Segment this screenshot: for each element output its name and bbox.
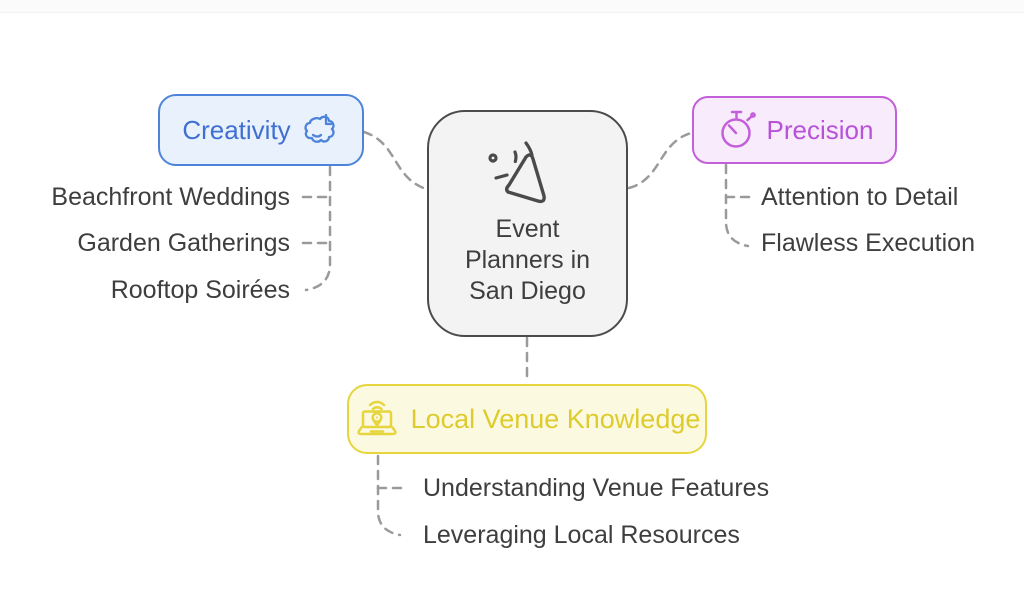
party-popper-icon	[487, 141, 546, 204]
stopwatch-icon	[720, 110, 756, 148]
center-node-title: Event Planners in San Diego	[465, 214, 590, 307]
leaf-flawless-execution: Flawless Execution	[761, 229, 975, 257]
precision-label: Precision	[766, 114, 874, 145]
center-node-event-planners[interactable]: Event Planners in San Diego	[427, 110, 628, 337]
trunk-venue	[376, 454, 402, 537]
connector-creativity-center	[362, 130, 428, 191]
leaf-garden-gatherings: Garden Gatherings	[77, 229, 290, 257]
center-title-line-3: San Diego	[469, 277, 586, 305]
leaf-rooftop-soirees: Rooftop Soirées	[110, 276, 290, 304]
trunk-precision	[724, 163, 750, 248]
center-title-line-1: Event	[495, 215, 560, 243]
trunk-creativity	[304, 165, 332, 292]
branch-badge-local-venue-knowledge[interactable]: Local Venue Knowledge	[347, 384, 707, 454]
branch-badge-creativity[interactable]: Creativity	[158, 94, 364, 166]
leaf-understanding-venue-features: Understanding Venue Features	[423, 474, 770, 502]
laptop-location-pin-icon	[356, 400, 397, 436]
branch-badge-precision[interactable]: Precision	[692, 96, 897, 164]
leaf-leveraging-local-resources: Leveraging Local Resources	[423, 521, 740, 549]
top-edge-strip	[0, 0, 1024, 13]
center-title-line-2: Planners in	[464, 246, 591, 274]
leaf-beachfront-weddings: Beachfront Weddings	[51, 183, 290, 211]
local-venue-knowledge-label: Local Venue Knowledge	[410, 403, 701, 434]
creativity-label: Creativity	[182, 114, 291, 145]
leaf-attention-to-detail: Attention to Detail	[761, 183, 959, 211]
brain-icon	[304, 113, 335, 143]
connector-center-precision	[627, 131, 693, 190]
